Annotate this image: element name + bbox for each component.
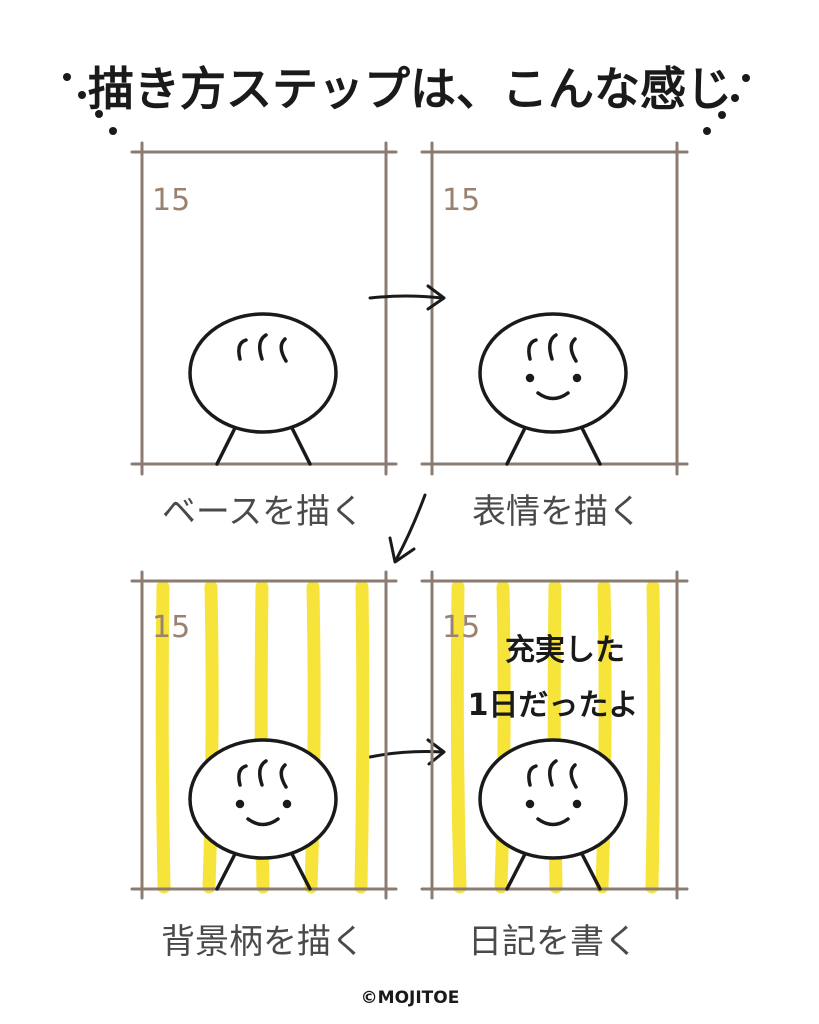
arrow-down-left-icon [388,493,427,564]
diary-text-line-1: 充実した [505,633,625,668]
panel-3: 15 [130,570,398,900]
panel-4: 15 充実した 1日だったよ [420,570,689,900]
diary-text-line-2: 1日だったよ [468,688,639,723]
panel-2: 15 [420,141,689,476]
step-caption: ベースを描く [162,492,364,532]
step-caption: 表情を描く [472,492,642,532]
step-caption: 日記を書く [468,922,638,962]
panel-frame [420,141,689,476]
title-decoration-dots [63,73,750,135]
background-stripes [450,580,661,894]
panel-date: 15 [442,183,480,218]
page-title: 描き方ステップは、こんな感じ [88,62,732,116]
copyright-credit: ©MOJITOE [361,988,460,1008]
panel-date: 15 [442,610,480,645]
panel-frame [420,570,689,900]
arrow-right-icon [368,284,446,311]
panel-1: 15 [130,141,398,476]
character-base [188,312,338,466]
character-with-face [478,738,628,891]
panel-date: 15 [152,183,190,218]
panel-date: 15 [152,610,190,645]
character-with-face [478,312,628,466]
step-caption: 背景柄を描く [161,922,365,962]
panel-frame [130,141,398,476]
panel-frame [130,570,398,900]
character-with-face [188,738,338,891]
